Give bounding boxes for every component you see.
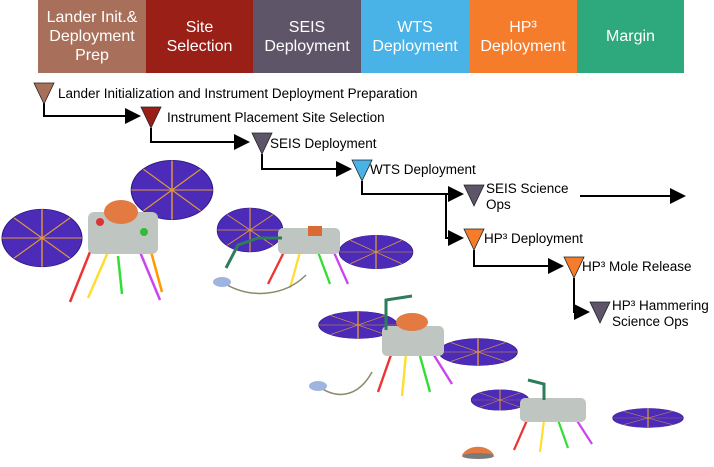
step-label-seis-science-ops: SEIS Science Ops xyxy=(486,181,569,212)
phase-bar: Lander Init.& Deployment Prep Site Selec… xyxy=(0,0,684,73)
phase-lander-init: Lander Init.& Deployment Prep xyxy=(38,0,146,73)
step-label-hp3-hammering: HP³ Hammering Science Ops xyxy=(612,298,709,329)
connector-2 xyxy=(150,128,250,150)
step-label-seis-deployment: SEIS Deployment xyxy=(270,136,377,151)
connector-5 xyxy=(445,194,464,246)
connector-4 xyxy=(361,181,464,202)
lander-illustration-1 xyxy=(1,159,214,303)
milestone-lander-init-marker xyxy=(33,82,55,105)
step-label-hp3-deployment: HP³ Deployment xyxy=(484,231,584,246)
phase-wts-deployment: WTS Deployment xyxy=(361,0,469,73)
step-label-hp3-mole-release: HP³ Mole Release xyxy=(582,259,692,274)
step-label-site-selection: Instrument Placement Site Selection xyxy=(167,110,385,125)
milestone-wts-deployment-marker xyxy=(351,159,373,182)
milestone-hp3-mole-release-marker xyxy=(563,256,585,279)
connector-1 xyxy=(43,103,141,124)
milestone-hp3-deployment-marker xyxy=(463,228,485,251)
step-label-wts-deployment: WTS Deployment xyxy=(370,162,476,177)
lander-illustration-3 xyxy=(309,294,518,397)
connector-7 xyxy=(573,278,590,320)
step-label-lander-init: Lander Initialization and Instrument Dep… xyxy=(58,86,418,101)
milestone-site-selection-marker xyxy=(140,106,162,129)
lander-illustration-2 xyxy=(213,207,414,295)
milestone-seis-science-ops-marker xyxy=(463,184,485,207)
phase-seis-deployment: SEIS Deployment xyxy=(253,0,361,73)
connector-3 xyxy=(261,154,352,177)
phase-margin: Margin xyxy=(577,0,684,73)
milestone-hp3-hammering-marker xyxy=(589,301,611,324)
phase-site-selection: Site Selection xyxy=(146,0,253,73)
connector-6 xyxy=(473,250,564,274)
phase-hp3-deployment: HP³ Deployment xyxy=(469,0,577,73)
milestone-seis-deployment-marker xyxy=(251,132,273,155)
lander-illustration-4 xyxy=(462,378,684,459)
